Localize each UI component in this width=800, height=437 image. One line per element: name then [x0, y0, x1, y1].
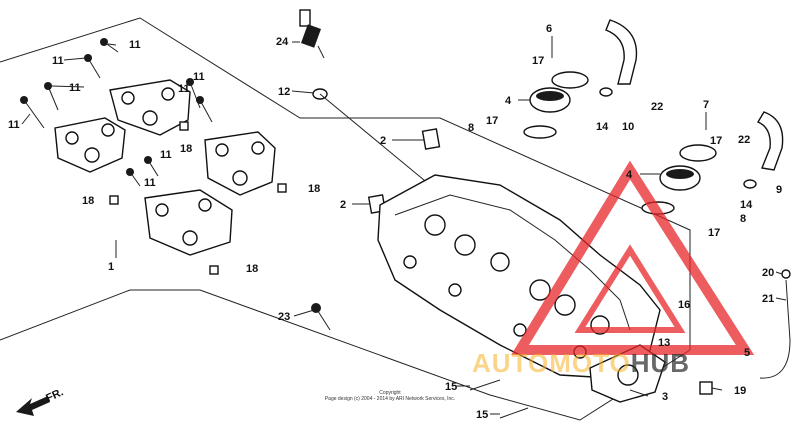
insulator-4-upper: [529, 87, 571, 113]
callout-12: 12: [278, 86, 290, 98]
callout-20: 20: [762, 267, 774, 279]
dowel-pin-18-a: [179, 121, 189, 131]
cap-19: [699, 381, 713, 395]
o-ring-8-upper: [523, 125, 557, 139]
callout-1: 1: [108, 261, 114, 273]
callout-13: 13: [658, 337, 670, 349]
callout-17: 17: [486, 115, 498, 127]
callout-15: 15: [445, 381, 457, 393]
callout-21: 21: [762, 293, 774, 305]
rocker-arm-holder-top: [109, 79, 191, 136]
callout-19: 19: [734, 385, 746, 397]
callout-22: 22: [651, 101, 663, 113]
clamp-6: [551, 71, 589, 89]
callout-17: 17: [710, 135, 722, 147]
callout-18: 18: [180, 143, 192, 155]
callout-6: 6: [546, 23, 552, 35]
callout-8: 8: [740, 213, 746, 225]
bolt-11-a: [100, 38, 119, 53]
callout-18: 18: [82, 195, 94, 207]
callout-11: 11: [129, 39, 141, 51]
pipe-10: [605, 19, 638, 85]
callout-18: 18: [308, 183, 320, 195]
copyright-notice: Copyright Page design (c) 2004 - 2014 by…: [300, 390, 480, 402]
bolt-11-c: [44, 82, 59, 111]
stud-bolt-15-b: [499, 407, 529, 419]
front-arrow-icon: FR.: [16, 386, 65, 416]
callout-14: 14: [740, 199, 753, 211]
bolt-11-e: [186, 78, 201, 109]
stud-bolt-15-a: [469, 379, 501, 391]
bolt-11-b: [84, 54, 101, 79]
clip-20: [781, 269, 791, 279]
rocker-arm-holder-left: [54, 117, 126, 173]
clamp-7: [679, 144, 717, 162]
callout-18: 18: [246, 263, 258, 275]
callout-23: 23: [278, 311, 290, 323]
leader-lines: [21, 36, 787, 415]
callout-4: 4: [626, 169, 633, 181]
bolt-11-g: [144, 156, 159, 177]
callout-24: 24: [276, 36, 289, 48]
pipe-9: [756, 111, 784, 171]
watermark-logo: [511, 160, 755, 355]
copyright-line-2: Page design (c) 2004 - 2014 by ARI Netwo…: [324, 396, 456, 402]
dowel-pin-18-c: [109, 195, 119, 205]
callout-14: 14: [596, 121, 609, 133]
watermark-text-hub: HUB: [630, 348, 691, 378]
callout-3: 3: [662, 391, 668, 403]
callout-5: 5: [744, 347, 750, 359]
side-cover: [589, 344, 666, 403]
callout-11: 11: [8, 119, 20, 131]
callout-16: 16: [678, 299, 690, 311]
insulator-4-lower: [659, 165, 701, 191]
plug-cap-12: [312, 88, 431, 186]
tube-21: [759, 279, 791, 379]
o-ring-14-b: [743, 179, 757, 189]
callout-9: 9: [776, 184, 782, 196]
bolt-11-d: [20, 96, 45, 129]
bolt-11-h: [126, 168, 141, 187]
collar-2-a: [421, 128, 441, 150]
rocker-arm-holder-right: [204, 131, 276, 196]
callout-4: 4: [505, 95, 512, 107]
callout-11: 11: [144, 177, 156, 189]
callout-11: 11: [178, 83, 190, 95]
callout-17: 17: [708, 227, 720, 239]
callout-11: 11: [193, 71, 205, 83]
dowel-pin-18-d: [209, 265, 219, 275]
o-ring-14-a: [599, 87, 613, 97]
spark-plug: [299, 9, 325, 59]
callout-11: 11: [69, 82, 81, 94]
dowel-pin-18-b: [277, 183, 287, 193]
callout-11: 11: [52, 55, 64, 67]
watermark-text: AUTOMOTOHUB: [472, 348, 690, 379]
callout-7: 7: [703, 99, 709, 111]
watermark-text-main: AUTOMOTO: [472, 348, 631, 378]
callout-2: 2: [380, 135, 386, 147]
callout-2: 2: [340, 199, 346, 211]
callout-8: 8: [468, 122, 474, 134]
copyright-line-1: Copyright: [379, 390, 401, 396]
callout-17: 17: [532, 55, 544, 67]
callout-11: 11: [160, 149, 172, 161]
bolt-23: [311, 303, 331, 331]
callout-15: 15: [476, 409, 488, 421]
callout-10: 10: [622, 121, 634, 133]
callout-labels: 1 2 2 3 4 4 5 6 7 8 8 9 10 11 11 11 11 1…: [8, 23, 782, 421]
rocker-arm-holder-bottom: [144, 189, 233, 256]
bolt-11-f: [196, 96, 213, 123]
front-indicator-label: FR.: [44, 386, 65, 404]
callout-22: 22: [738, 134, 750, 146]
